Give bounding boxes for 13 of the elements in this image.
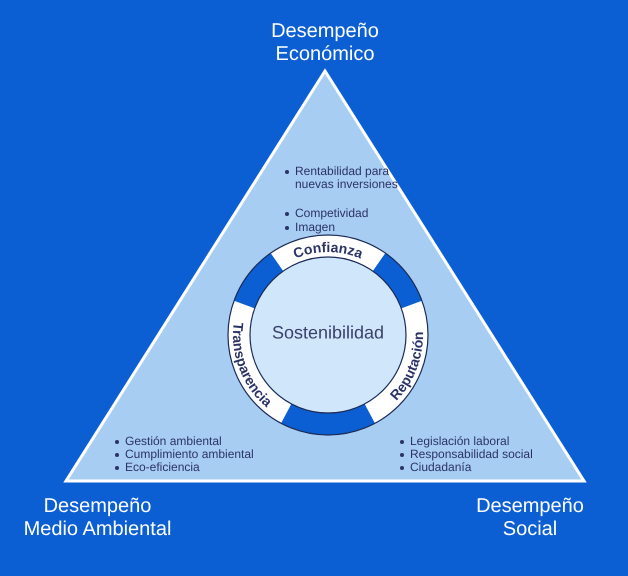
- bullet-item: Imagen: [295, 221, 336, 234]
- corner-heading: Desempeño Social: [475, 495, 585, 541]
- corner-heading: Desempeño Medio Ambiental: [22, 495, 172, 541]
- bullet-item: Competividad: [295, 207, 370, 220]
- bullet-item: Responsabilidad social: [410, 448, 534, 461]
- bullet-item: Gestión ambiental: [125, 435, 223, 448]
- ring-label: Confianza: [290, 238, 366, 262]
- bullet-item: Ciudadanía: [410, 461, 472, 474]
- bullet-item: Legislación laboral: [410, 435, 510, 448]
- center-label: Sostenibilidad: [272, 322, 384, 344]
- corner-heading: Desempeño Económico: [270, 20, 380, 66]
- bullet-item: Eco-eficiencia: [125, 461, 201, 474]
- bullet-item: Cumplimiento ambiental: [125, 448, 255, 461]
